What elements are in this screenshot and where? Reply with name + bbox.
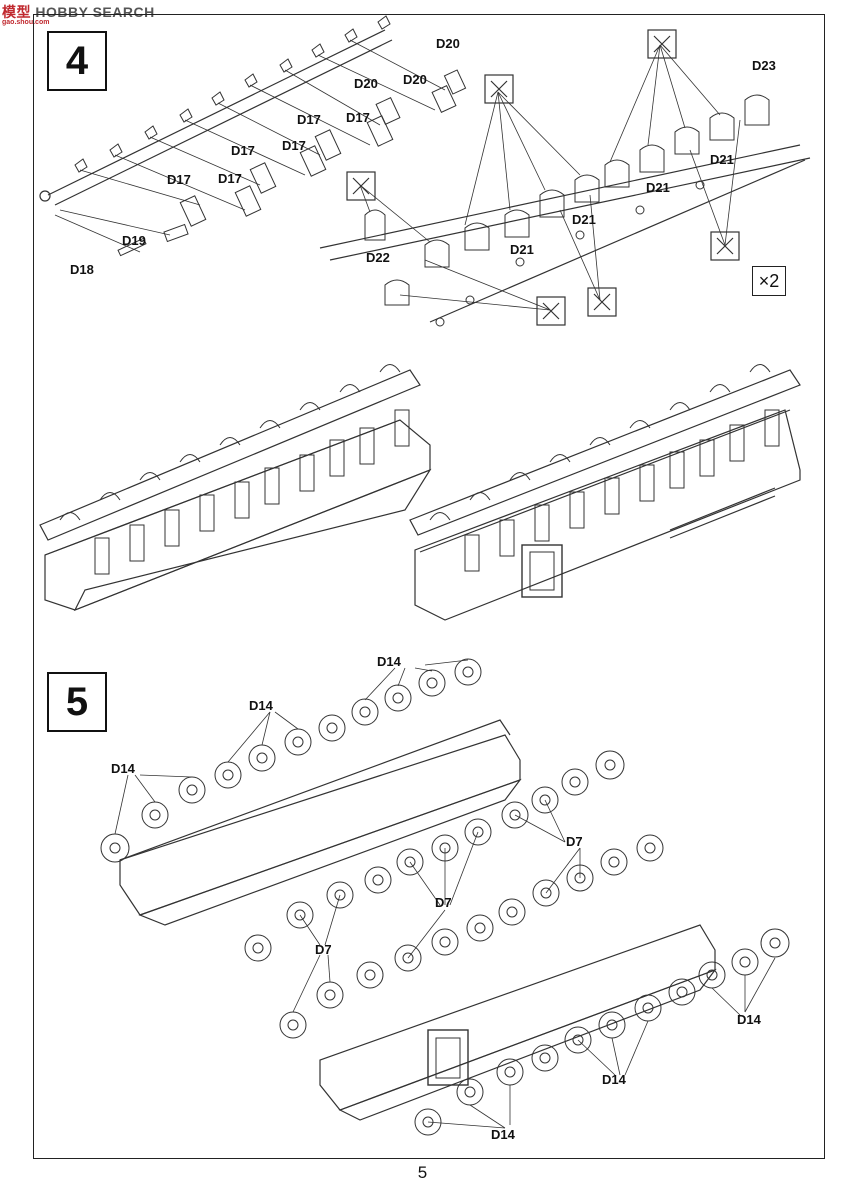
step5-hull-upper [119, 719, 522, 926]
step4-bracket-leaders [359, 44, 741, 311]
part-label: D17 [282, 138, 306, 153]
step5-wheels-lower [279, 834, 790, 1136]
step-4-number: 4 [47, 31, 107, 91]
part-label: D14 [111, 761, 135, 776]
part-label: D23 [752, 58, 776, 73]
part-label: D7 [566, 834, 583, 849]
page-number: 5 [417, 1163, 428, 1182]
step5-leader-lines [114, 659, 776, 1129]
step4-glue-icons [346, 29, 740, 326]
part-label: D20 [436, 36, 460, 51]
part-label: D17 [346, 110, 370, 125]
part-label: D21 [710, 152, 734, 167]
hull-left-suspension [39, 369, 432, 612]
logo-text: HOBBY SEARCH [35, 4, 155, 20]
watermark-logo: 模型 HOBBY SEARCH gao.shou.com [2, 2, 155, 26]
hull-left-springs [59, 364, 410, 575]
step4-arms-left [74, 15, 391, 173]
part-label: D20 [403, 72, 427, 87]
part-label: D21 [646, 180, 670, 195]
step4-bracket-parts [364, 94, 770, 327]
part-label: D14 [249, 698, 273, 713]
multiplier-x2: ×2 [752, 266, 786, 296]
part-label: D7 [435, 895, 452, 910]
step4-bracket-rail [319, 144, 811, 323]
part-label: D14 [377, 654, 401, 669]
part-label: D21 [510, 242, 534, 257]
step-5-number: 5 [47, 672, 107, 732]
part-label: D17 [218, 171, 242, 186]
step5-hull-lower [319, 924, 717, 1121]
part-label: D18 [70, 262, 94, 277]
part-label: D22 [366, 250, 390, 265]
part-label: D14 [737, 1012, 761, 1027]
hull-right-springs [429, 364, 780, 572]
part-label: D19 [122, 233, 146, 248]
logo-cn-text: 模型 [2, 4, 31, 20]
step4-small-parts [117, 69, 467, 257]
part-label: D7 [315, 942, 332, 957]
part-label: D14 [491, 1127, 515, 1142]
part-label: D17 [231, 143, 255, 158]
step4-arm-leader-lines [54, 39, 446, 253]
part-label: D21 [572, 212, 596, 227]
logo-url: gao.shou.com [2, 19, 50, 26]
part-label: D17 [167, 172, 191, 187]
step5-wheels-upper [100, 658, 625, 962]
part-label: D14 [602, 1072, 626, 1087]
step4-arm-rail [39, 29, 393, 206]
hull-right-suspension [409, 369, 801, 621]
page-frame [33, 14, 825, 1159]
part-label: D17 [297, 112, 321, 127]
part-label: D20 [354, 76, 378, 91]
